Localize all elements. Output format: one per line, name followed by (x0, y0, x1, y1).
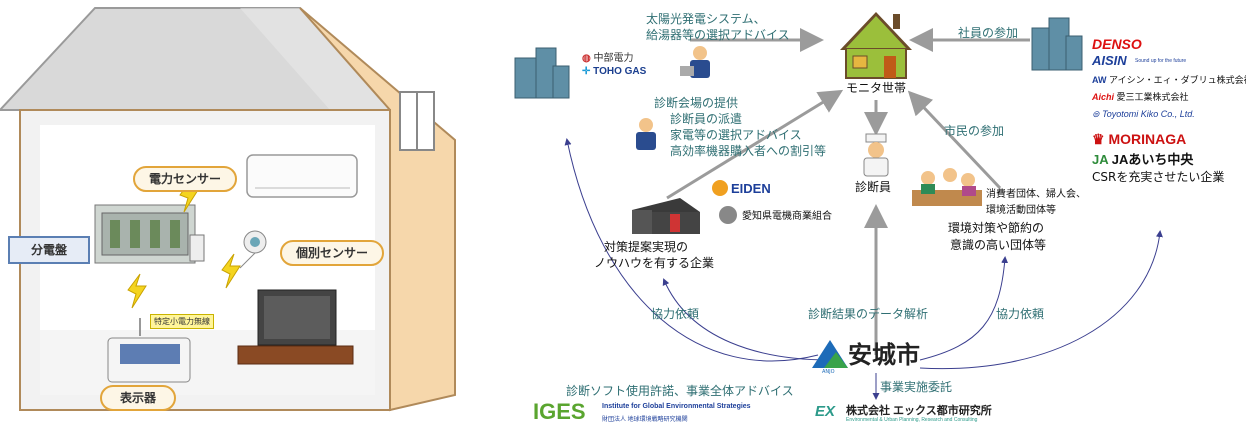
cooperation-right-label: 協力依頼 (996, 307, 1045, 321)
building-left-icon (514, 47, 570, 99)
dispatch-label: 診断員の派遣 (670, 112, 743, 126)
meeting-people-icon (912, 168, 982, 206)
iges-name-jp: 財団法人 地球環境戦略研究機関 (602, 417, 688, 423)
denki-mark-icon (719, 206, 737, 224)
house-illustration (0, 7, 456, 412)
discount-label: 高効率機器購入者への割引等 (670, 144, 827, 158)
appliance-advice-label: 家電等の選択アドバイス (670, 128, 802, 142)
household-label: モニタ世帯 (846, 81, 907, 95)
groups-label-1: 環境対策や節約の (948, 221, 1045, 235)
aw-logo: AW アイシン・エィ・ダブリュ株式会社 (1092, 75, 1246, 85)
groups-label-2: 意識の高い団体等 (950, 238, 1047, 252)
ex-subtitle: Environmental & Urban Planning, Research… (846, 417, 978, 423)
citizen-participation-label: 市民の参加 (944, 124, 1005, 138)
company-label-2: ノウハウを有する企業 (594, 256, 715, 270)
arrow-groups-to-household (907, 90, 1002, 190)
solar-advice-line2: 給湯器等の選択アドバイス (646, 28, 790, 42)
diagnostician-label: 診断員 (855, 180, 892, 194)
anjo-tag: ANJO (822, 369, 835, 375)
building-right-icon (1031, 17, 1083, 71)
software-advice-label: 診断ソフト使用許諾、事業全体アドバイス (566, 384, 794, 398)
denki-label: 愛知県電機商業組合 (742, 211, 832, 222)
tohogas-logo: ✛ TOHO GAS (582, 66, 647, 77)
csr-label: CSRを充実させたい企業 (1092, 170, 1225, 184)
groups-small-1: 消費者団体、婦人会、 (986, 189, 1086, 200)
ex-name: 株式会社 エックス都市研究所 (846, 405, 992, 417)
company-label-1: 対策提案実現の (604, 240, 689, 254)
diagnostician-icon (863, 133, 889, 177)
cooperation-left-label: 協力依頼 (651, 307, 700, 321)
eiden-logo: EIDEN (731, 181, 771, 196)
ex-logo: EX (815, 403, 836, 420)
toyotomi-logo: ⊜ Toyotomi Kiko Co., Ltd. (1092, 109, 1195, 119)
arc-city-to-company (662, 278, 831, 361)
venue-label: 診断会場の提供 (654, 96, 739, 110)
ja-logo: JA JAあいち中央 (1092, 152, 1194, 167)
groups-small-2: 環境活動団体等 (986, 205, 1056, 216)
arc-city-to-utility (564, 138, 819, 362)
arc-city-to-groups (919, 256, 1009, 361)
city-name: 安城市 (848, 341, 920, 369)
aichi-logo: Aichi 愛三工業株式会社 (1092, 92, 1189, 102)
wireless-label: 特定小電力無線 (150, 314, 214, 329)
advisor-icon (636, 118, 656, 150)
power-sensor-pill: 電力センサー (133, 166, 237, 192)
employee-participation-label: 社員の参加 (958, 26, 1019, 40)
aisin-logo: AISIN (1092, 53, 1127, 68)
morinaga-logo: ♛ MORINAGA (1092, 131, 1187, 147)
household-icon (840, 12, 912, 79)
distribution-panel-label: 分電盤 (8, 236, 90, 264)
arrow-company-to-household (666, 89, 844, 200)
chubu-logo: ◍ 中部電力 (582, 53, 634, 64)
company-building-icon (632, 198, 700, 234)
solar-advice-line1: 太陽光発電システム、 (646, 12, 766, 26)
eiden-mark-icon (712, 180, 728, 196)
aisin-tagline: Sound up for the future (1135, 58, 1187, 64)
denso-logo: DENSO (1092, 36, 1142, 52)
iges-logo: IGES (533, 399, 586, 424)
individual-sensor-pill: 個別センサー (280, 240, 384, 266)
arc-city-to-csr (919, 230, 1163, 370)
data-analysis-label: 診断結果のデータ解析 (808, 307, 929, 321)
commission-label: 事業実施委託 (880, 380, 953, 394)
anjo-logo-icon (812, 340, 848, 368)
iges-name-en: Institute for Global Environmental Strat… (602, 403, 751, 410)
utility-staff-icon (680, 46, 710, 78)
display-pill: 表示器 (100, 385, 176, 411)
